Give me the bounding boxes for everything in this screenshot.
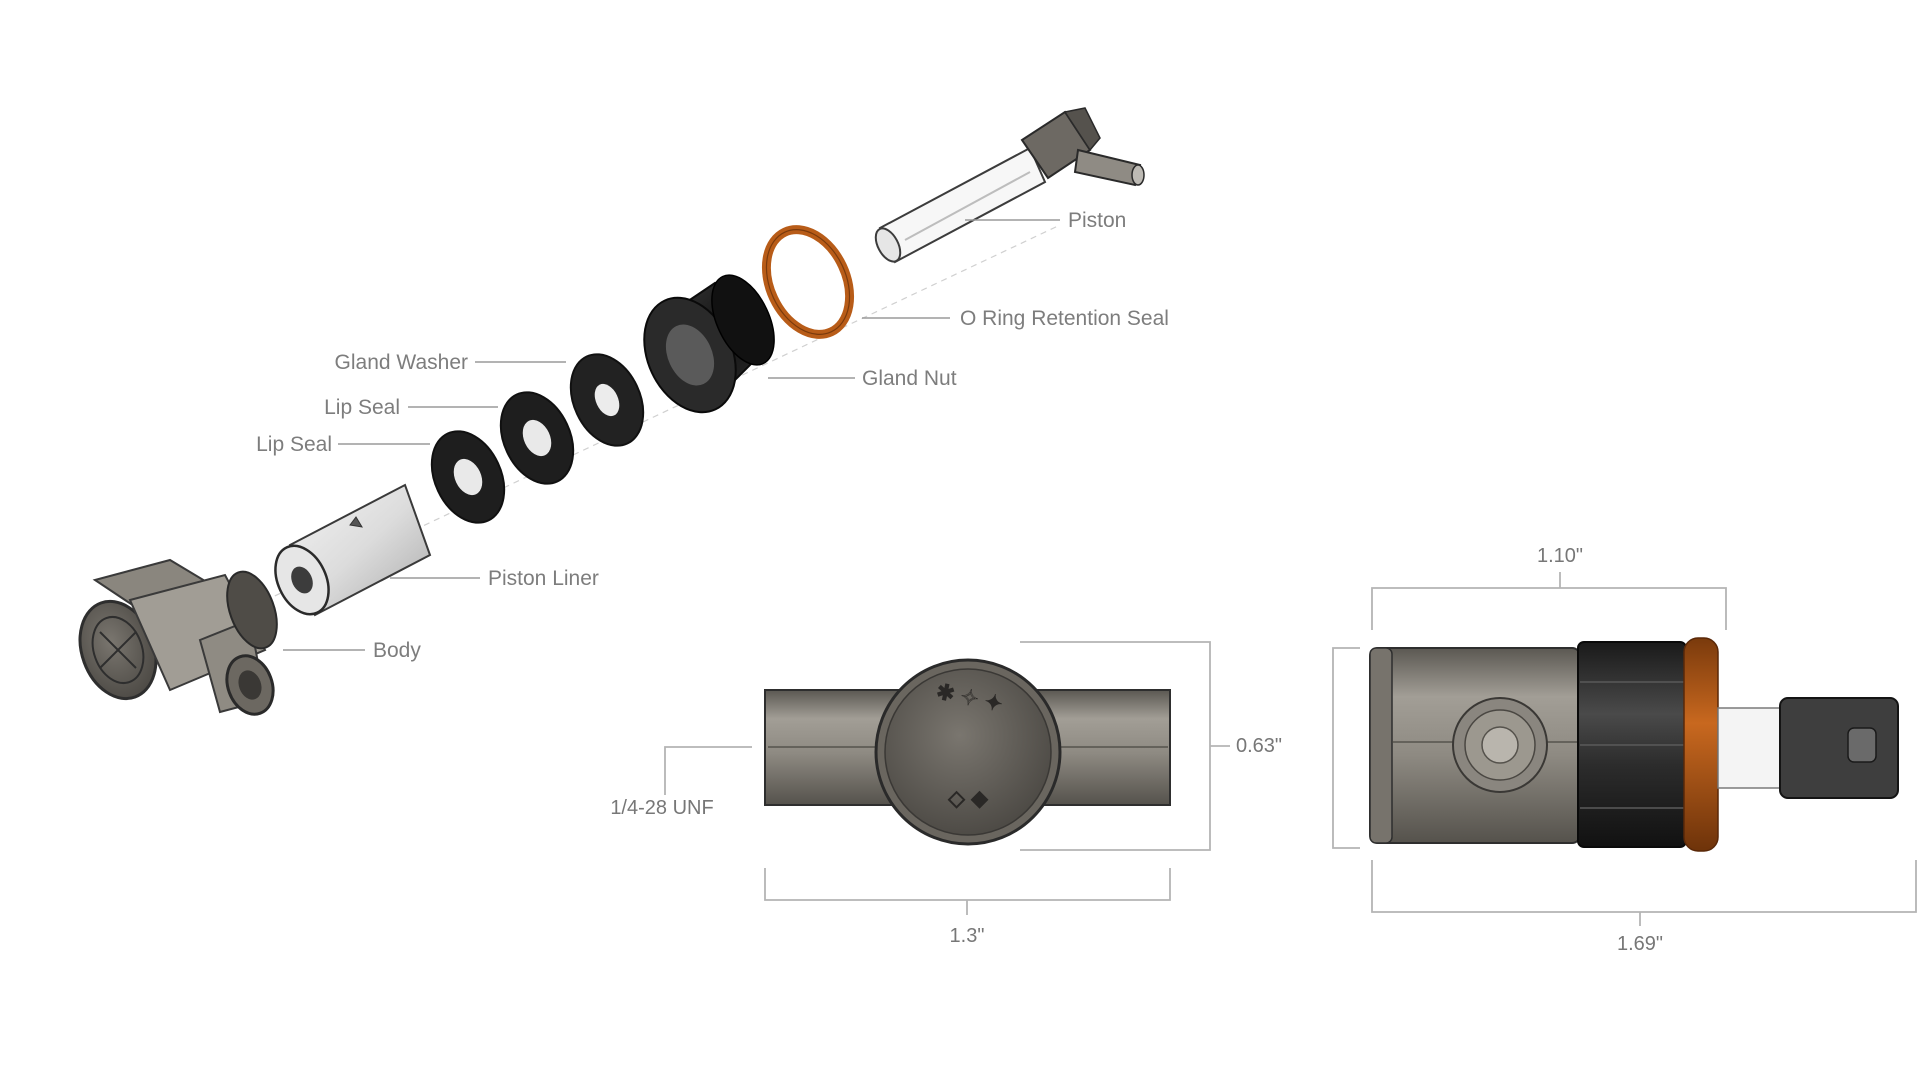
dim-side-body-length: 1.10" [1537,545,1583,567]
side-height-dimension-line [1332,647,1360,849]
lip-seal-upper-part [499,391,575,485]
label-lip-seal-lower: Lip Seal [256,433,332,456]
body-part [78,558,278,716]
side-total-length-dimension-line [1371,860,1917,913]
label-piston-liner: Piston Liner [488,567,599,590]
exploded-axis-line [244,224,1061,611]
side-view-piston-shaft [1717,707,1781,789]
dim-thread: 1/4-28 UNF [610,797,713,819]
dim-front-height: 0.63" [1236,735,1282,757]
dim-side-total-length: 1.69" [1617,933,1663,955]
side-view-o-ring [1683,637,1719,852]
o-ring-part [761,225,855,339]
label-gland-washer: Gland Washer [335,351,468,374]
cap-engraving-bottom-icon: ◆ ◇ [947,789,989,814]
label-piston: Piston [1068,209,1126,232]
thread-leader [664,746,752,795]
label-gland-nut: Gland Nut [862,367,957,390]
piston-liner-part [274,483,432,617]
dim-front-width: 1.3" [950,925,985,947]
side-view [1369,637,1899,852]
side-body-length-dimension-line [1371,587,1727,630]
side-view-piston-head [1779,697,1899,799]
label-o-ring: O Ring Retention Seal [960,307,1169,330]
label-lip-seal-upper: Lip Seal [324,396,400,419]
front-view: ✱ ✧ ✦ ◆ ◇ [764,658,1171,846]
lip-seal-lower-part [430,430,506,524]
label-body: Body [373,639,421,662]
front-width-dimension-line [764,868,1171,901]
gland-nut-part [643,274,775,414]
piston-part [874,107,1145,264]
gland-washer-part [569,353,645,447]
